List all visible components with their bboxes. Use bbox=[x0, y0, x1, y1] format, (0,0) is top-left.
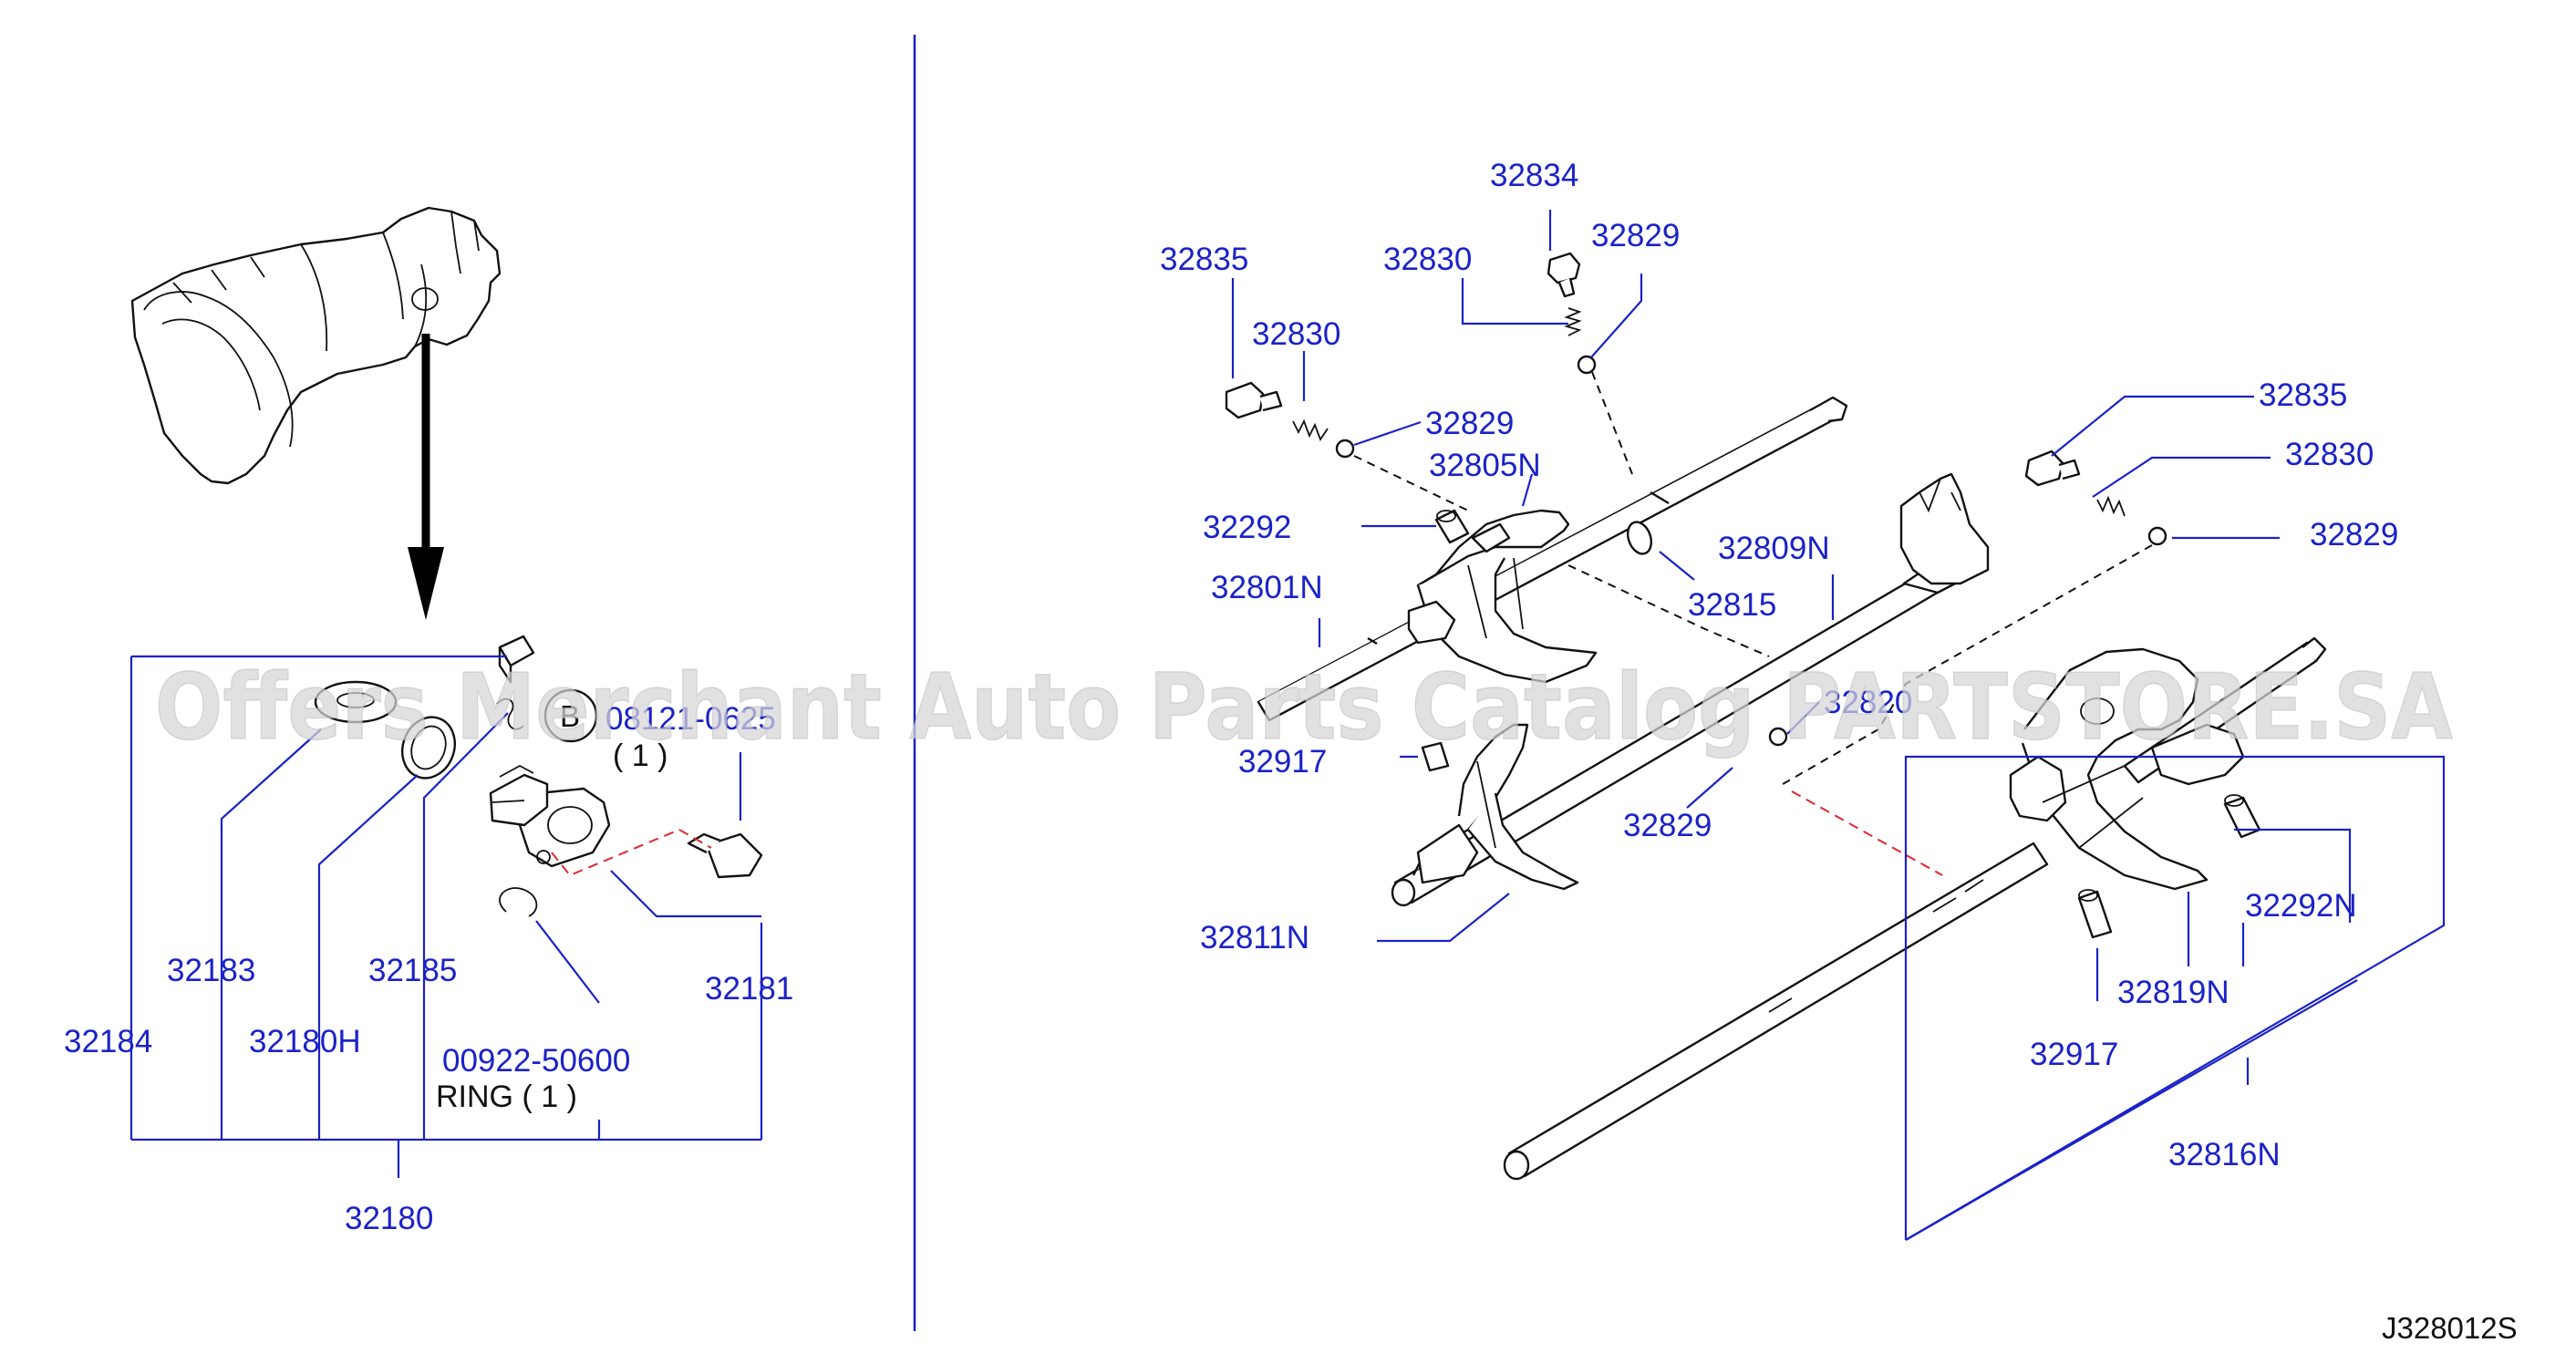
label-32292[interactable]: 32292 bbox=[1203, 510, 1291, 545]
shift-fork-32819N bbox=[2009, 636, 2327, 891]
label-32830-mid[interactable]: 32830 bbox=[1252, 316, 1340, 352]
gasket-part bbox=[401, 716, 456, 780]
label-32183[interactable]: 32183 bbox=[167, 953, 255, 988]
speed-sensor-part bbox=[489, 764, 611, 868]
check-ball-right bbox=[2147, 526, 2167, 546]
label-32917-right[interactable]: 32917 bbox=[2030, 1037, 2118, 1072]
steel-ball-part bbox=[314, 680, 398, 724]
label-32829-top[interactable]: 32829 bbox=[1591, 218, 1680, 253]
interlock-plunger-32815 bbox=[1626, 521, 1653, 555]
snap-ring-part bbox=[499, 887, 538, 917]
check-spring-top bbox=[1564, 307, 1582, 336]
install-path-right bbox=[1782, 544, 2153, 785]
bolt-marker-letter: B bbox=[560, 699, 580, 733]
check-ball-top bbox=[1577, 355, 1597, 375]
shift-fork-32805N bbox=[1407, 509, 1598, 684]
label-32829-right[interactable]: 32829 bbox=[2310, 517, 2398, 553]
shift-rod-lower bbox=[1503, 842, 2049, 1181]
label-32185[interactable]: 32185 bbox=[368, 953, 457, 988]
shift-rod-upper bbox=[1257, 396, 1848, 722]
check-spring-right bbox=[2096, 495, 2126, 517]
label-32835-right[interactable]: 32835 bbox=[2259, 377, 2347, 413]
label-32180H[interactable]: 32180H bbox=[249, 1024, 361, 1059]
label-32811N[interactable]: 32811N bbox=[1200, 920, 1309, 955]
label-32292N[interactable]: 32292N bbox=[2245, 888, 2357, 924]
roll-pin-32917-right bbox=[2077, 889, 2113, 939]
label-32801N[interactable]: 32801N bbox=[1211, 570, 1323, 605]
shift-rod-middle bbox=[1391, 472, 1990, 907]
bolt-marker-circle: B bbox=[543, 688, 598, 743]
label-32830-right[interactable]: 32830 bbox=[2285, 437, 2374, 472]
label-32834[interactable]: 32834 bbox=[1490, 158, 1578, 193]
label-32819N[interactable]: 32819N bbox=[2117, 975, 2229, 1010]
install-path-left bbox=[1353, 455, 1469, 511]
install-path-top bbox=[1591, 371, 1633, 475]
label-32829-low[interactable]: 32829 bbox=[1623, 808, 1712, 843]
label-32816N[interactable]: 32816N bbox=[2168, 1137, 2281, 1172]
check-bolt-right bbox=[2024, 449, 2081, 487]
check-spring-left bbox=[1292, 418, 1329, 441]
watermark-text: Offers Merchant Auto Parts Catalog PARTS… bbox=[155, 654, 2453, 760]
diagram-code: J328012S bbox=[2382, 1311, 2518, 1345]
label-32917-left[interactable]: 32917 bbox=[1238, 744, 1327, 780]
label-qty-1: ( 1 ) bbox=[613, 738, 667, 773]
label-32830-top[interactable]: 32830 bbox=[1383, 242, 1472, 277]
label-ring-qty: RING ( 1 ) bbox=[436, 1079, 577, 1114]
label-32809N[interactable]: 32809N bbox=[1718, 531, 1830, 566]
label-32180[interactable]: 32180 bbox=[345, 1201, 433, 1236]
right-callout-lines bbox=[1231, 210, 2446, 1241]
check-ball-32829-low bbox=[1768, 727, 1788, 747]
shift-fork-32811N bbox=[1412, 723, 1579, 891]
spring-clip-part bbox=[496, 697, 524, 730]
label-32835-top[interactable]: 32835 bbox=[1160, 242, 1248, 277]
interlock-pin-32292 bbox=[1434, 509, 1470, 544]
install-path-upper-diag bbox=[1567, 564, 1770, 657]
check-ball-left bbox=[1335, 439, 1355, 459]
install-path-dashed bbox=[551, 828, 712, 877]
arrow-down-icon bbox=[408, 334, 444, 620]
label-32829-mid[interactable]: 32829 bbox=[1425, 406, 1514, 441]
left-callout-lines bbox=[129, 655, 763, 1178]
label-32815[interactable]: 32815 bbox=[1688, 587, 1776, 623]
check-bolt-top bbox=[1547, 252, 1581, 298]
check-bolt-left bbox=[1225, 381, 1283, 419]
label-32820[interactable]: 32820 bbox=[1824, 685, 1912, 720]
transmission-housing-drawing bbox=[130, 206, 502, 485]
label-08121-0625[interactable]: 08121-0625 bbox=[605, 701, 776, 737]
label-32181[interactable]: 32181 bbox=[705, 971, 793, 1007]
label-32805N[interactable]: 32805N bbox=[1429, 448, 1541, 483]
label-00922-50600[interactable]: 00922-50600 bbox=[442, 1043, 630, 1079]
label-32184[interactable]: 32184 bbox=[64, 1024, 152, 1059]
install-path-red-right bbox=[1791, 790, 1943, 876]
roll-pin-32917-left bbox=[1421, 741, 1450, 772]
